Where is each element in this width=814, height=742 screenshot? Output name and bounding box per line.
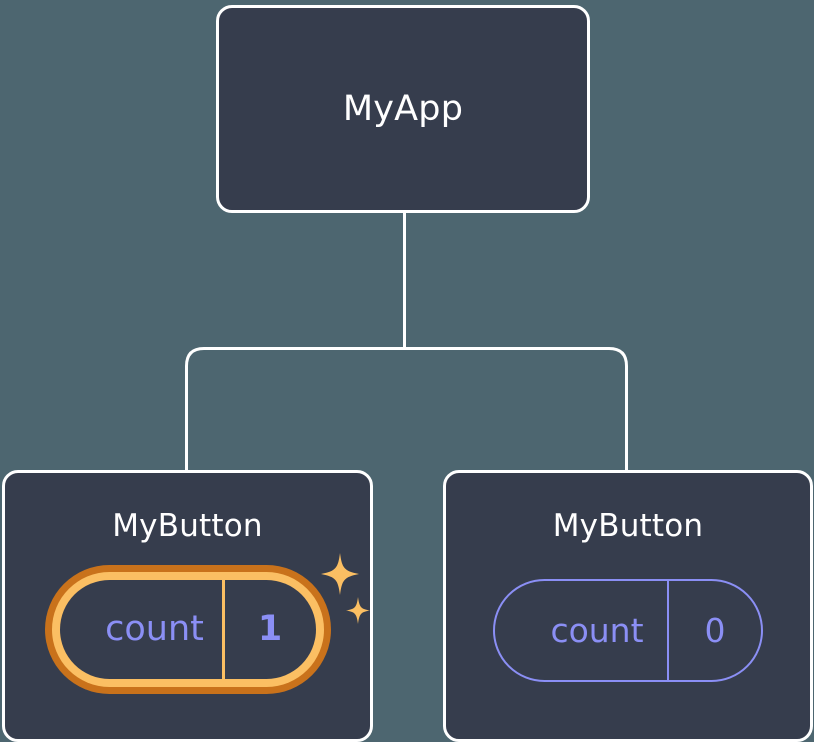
connector-rail xyxy=(185,347,628,472)
state-badge-highlighted-wrap: count 1 xyxy=(44,553,370,694)
state-badge[interactable]: count 0 xyxy=(493,579,763,682)
state-badge-highlight-inner-ring: count 1 xyxy=(51,572,324,687)
node-myapp[interactable]: MyApp xyxy=(216,5,590,213)
node-title: MyButton xyxy=(552,508,704,544)
node-mybutton-right[interactable]: MyButton count 0 xyxy=(443,470,813,742)
state-badge-wrap: count 0 xyxy=(493,579,763,682)
node-mybutton-left[interactable]: MyButton count 1 xyxy=(2,470,373,742)
sparkle-large-icon xyxy=(320,553,359,595)
state-badge[interactable]: count 1 xyxy=(59,580,316,679)
state-badge-highlight-ring: count 1 xyxy=(44,565,331,694)
state-key: count xyxy=(495,581,669,680)
node-title: MyButton xyxy=(112,508,263,544)
node-title: MyApp xyxy=(342,88,464,129)
state-key: count xyxy=(60,580,225,679)
sparkle-small-icon xyxy=(345,597,370,624)
state-value: 1 xyxy=(257,609,283,649)
state-value: 0 xyxy=(704,611,726,650)
